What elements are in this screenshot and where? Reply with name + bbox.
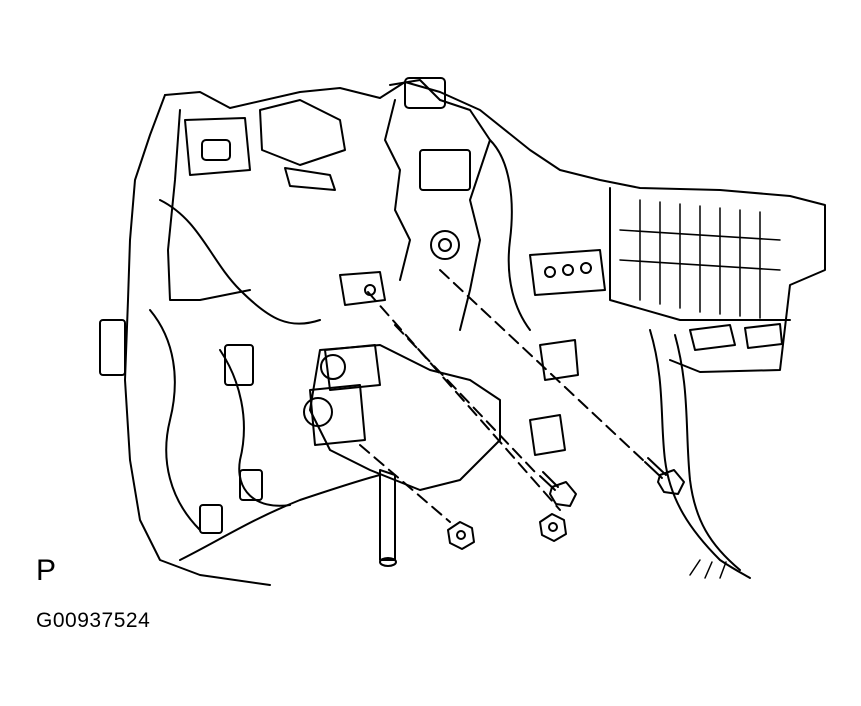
- wire-upper-right: [489, 139, 531, 331]
- motor-cap: [303, 397, 333, 427]
- dashboard-frame-outline: [164, 81, 826, 373]
- upper-bracket: [184, 117, 251, 176]
- column-pivot-inner: [438, 238, 452, 252]
- vent-slot: [284, 167, 336, 191]
- column-left-housing: [384, 99, 411, 281]
- upper-bracket-slot: [201, 139, 231, 161]
- view-label: P: [36, 554, 57, 587]
- nut-left: [447, 521, 475, 550]
- wire-harness-right: [649, 329, 751, 579]
- shaft-end: [379, 557, 397, 567]
- steering-shaft: [379, 469, 396, 561]
- tilt-motor: [324, 344, 381, 391]
- wire-harness-left-3: [219, 349, 291, 507]
- bolt-middle: [539, 471, 577, 507]
- wire-harness-left: [159, 199, 321, 325]
- upper-rib: [259, 99, 346, 166]
- left-connector-1: [224, 344, 254, 386]
- left-connector-4: [199, 504, 223, 534]
- motor-assembly: [309, 384, 366, 446]
- wire-bundle-right-ends: [689, 559, 727, 579]
- wire-harness-left-2: [149, 309, 201, 531]
- column-top-switch: [404, 77, 446, 109]
- tilt-motor-cap: [320, 354, 346, 380]
- right-panel-outline: [609, 187, 791, 321]
- column-upper-housing: [389, 79, 491, 331]
- left-connector-2: [99, 319, 126, 376]
- figure-code: G00937524: [36, 609, 151, 632]
- left-connector-3: [239, 469, 263, 501]
- wire-harness-bottom: [179, 474, 381, 561]
- nut-middle: [539, 513, 567, 542]
- lower-column-bracket: [309, 344, 501, 491]
- right-panel-grille: [619, 199, 781, 319]
- mount-bracket-left: [339, 271, 386, 306]
- connector-small: [539, 339, 579, 381]
- wire-harness-right-2: [674, 334, 741, 571]
- connector-lower: [529, 414, 566, 456]
- column-pivot: [430, 230, 460, 260]
- column-mid-block: [419, 149, 471, 191]
- connector-block: [529, 249, 606, 296]
- dashboard-left-edge: [124, 94, 271, 586]
- dashboard-inner-left: [167, 109, 251, 301]
- fastener-leaders: [359, 269, 646, 523]
- bolt-right: [644, 457, 685, 495]
- right-lower-blocks: [689, 323, 783, 351]
